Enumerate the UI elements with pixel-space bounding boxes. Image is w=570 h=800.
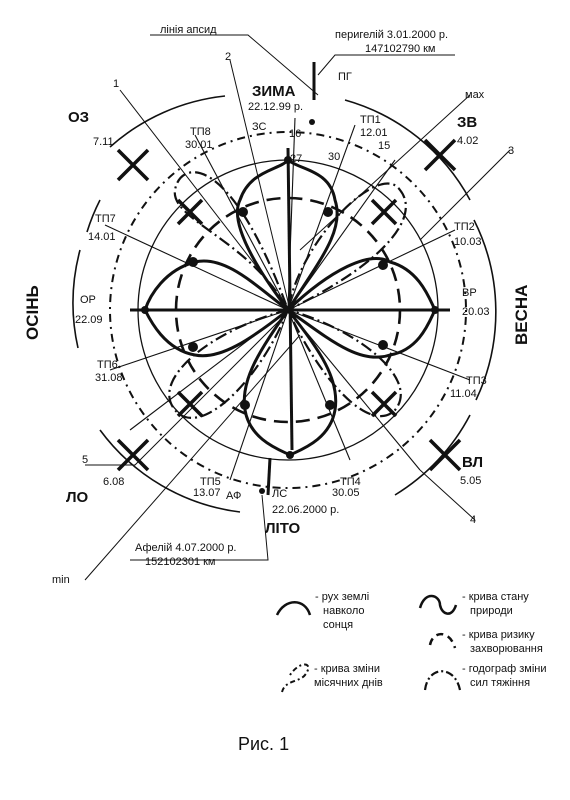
tp2-date: 10.03 [454,236,482,248]
n16-label: 16 [289,128,301,140]
gravity-curve [168,171,407,419]
cross-markers [116,138,462,472]
winter-label: ЗИМА [252,83,296,100]
tp3-date: 11.04 [450,388,477,400]
zv-date: 4.02 [457,135,478,147]
lo-date: 6.08 [103,476,124,488]
figure-caption: Рис. 1 [238,734,289,754]
legend-lunar-1: - крива зміни [314,663,380,675]
legend-earth-icon [275,601,312,616]
tp6-label: ТП6 [97,359,118,371]
callout-5: 5 [82,454,88,466]
vr-date: 20.03 [462,306,490,318]
tp4-label: ТП4 [340,476,361,488]
tp1-date: 12.01 [360,127,388,139]
nature-curve [143,157,437,457]
apsides-line-label: лінія апсид [160,24,217,36]
tp3-label: ТП3 [466,375,487,387]
legend-gravity-1: - годограф зміни [462,663,547,675]
autumn-label: ОСІНЬ [23,285,42,340]
or-date: 22.09 [75,314,103,326]
n30-label: 30 [328,151,340,163]
tp4-date: 30.05 [332,487,360,499]
legend-earth-2: навколо [323,605,365,617]
callout-1: 1 [113,78,119,90]
legend-lunar-2: місячних днів [314,677,383,689]
labels: лінія апсид перигелій 3.01.2000 р. 14710… [23,24,531,586]
callout-3: 3 [508,145,514,157]
spring-label: ВЕСНА [512,285,531,345]
legend-gravity-icon [423,670,462,691]
tp7-date: 14.01 [88,231,116,243]
winter-date: 22.12.99 р. [248,101,303,113]
lo-label: ЛО [66,489,89,506]
legend-earth-3: сонця [323,619,353,631]
legend-nature-1: - крива стану [462,591,529,603]
leader-lines [84,34,511,581]
vr-label: ВР [462,287,477,299]
n15-label: 15 [378,140,390,152]
legend-nature-2: природи [470,605,513,617]
min-label: min [52,574,70,586]
legend-risk-icon [428,632,457,649]
perihelion-label: перигелій 3.01.2000 р. [335,29,448,41]
summer-label: ЛІТО [265,520,300,537]
or-label: ОР [80,294,96,306]
summer-date: 22.06.2000 р. [272,504,339,516]
legend-lunar-icon [281,663,310,693]
oz-date: 7.11 [93,136,114,148]
legend-nature-icon [418,594,458,615]
legend-earth-1: - рух землі [315,591,369,603]
tp8-label: ТП8 [190,126,211,138]
legend-gravity-2: сил тяжіння [470,677,530,689]
af-label: АФ [226,490,241,502]
max-label: мах [465,89,485,101]
perihelion-km: 147102790 км [365,43,436,55]
legend: - рух землі навколо сонця - крива стану … [275,591,547,693]
tp2-label: ТП2 [454,221,475,233]
vl-label: ВЛ [462,454,483,471]
tp8-date: 30.01 [185,139,213,151]
tp5-date: 13.07 [193,487,221,499]
n27-label: 27 [290,153,302,165]
legend-risk-1: - крива ризику [462,629,535,641]
vl-date: 5.05 [460,475,481,487]
tp6-date: 31.08 [95,372,123,384]
callout-4: 4 [470,514,476,526]
ls-label: ЛС [272,488,287,500]
outer-arcs [72,95,497,513]
aphelion-km: 152102301 км [145,556,216,568]
oz-label: ОЗ [68,109,89,126]
tp5-label: ТП5 [200,476,221,488]
callout-2: 2 [225,51,231,63]
tp7-label: ТП7 [95,213,116,225]
markers [141,119,439,494]
zv-label: ЗВ [457,114,477,131]
tp1-label: ТП1 [360,114,381,126]
aphelion-label: Афелій 4.07.2000 р. [135,542,237,554]
pg-label: ПГ [338,71,352,83]
legend-risk-2: захворювання [470,643,543,655]
lunar-ring [109,131,467,489]
zs-label: ЗС [252,121,267,133]
